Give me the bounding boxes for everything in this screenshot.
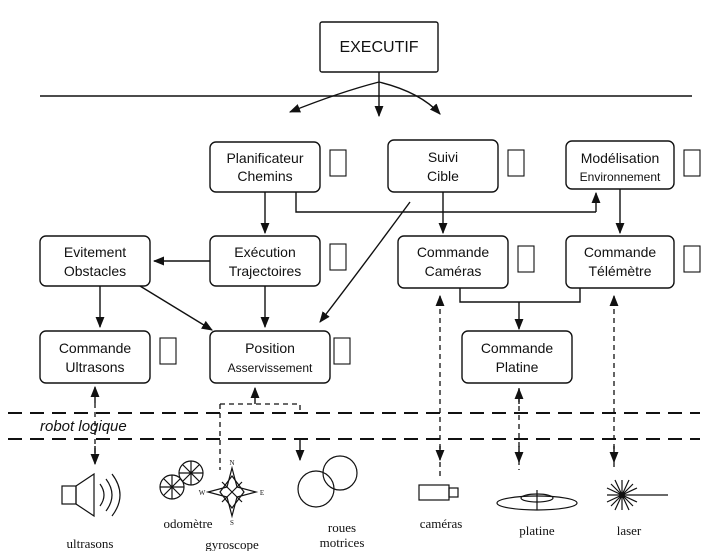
telemetre-cmd-port — [683, 245, 701, 273]
commande-cameras-node: Commande Caméras — [397, 235, 535, 289]
platine-icon — [496, 490, 578, 511]
position-line1: Position — [245, 340, 295, 356]
laser-icon — [606, 479, 668, 511]
position-node: Position Asservissement — [209, 330, 351, 384]
commande-ultrasons-node: Commande Ultrasons — [39, 330, 177, 384]
line-planificateur-to-modelisation — [295, 192, 596, 213]
gyro-north-label: N — [229, 459, 234, 467]
ultrasons-sensor-label: ultrasons — [67, 536, 114, 551]
roues-label-line2: motrices — [320, 535, 365, 550]
cameras-cmd-port — [517, 245, 535, 273]
platine-sensor-label: platine — [519, 523, 555, 538]
position-line2: Asservissement — [228, 361, 313, 375]
planificateur-line1: Planificateur — [226, 150, 303, 166]
gyro-west-label: W — [199, 489, 206, 497]
arrow-executif-to-planificateur — [288, 72, 380, 113]
modelisation-node: Modélisation Environnement — [565, 140, 701, 190]
execution-node: Exécution Trajectoires — [209, 235, 347, 287]
line-cameras-telemetre-to-platine — [459, 288, 581, 303]
gyroscope-sensor-label: gyroscope — [205, 537, 259, 551]
gyro-south-label: S — [230, 519, 234, 527]
dash-position-links — [219, 403, 301, 470]
planificateur-port — [329, 149, 347, 177]
ultrasons-cmd-line1: Commande — [59, 340, 132, 356]
laser-sensor-label: laser — [617, 523, 642, 538]
suivi-line1: Suivi — [428, 149, 458, 165]
suivi-line2: Cible — [427, 168, 459, 184]
evitement-node: Evitement Obstacles — [39, 235, 151, 287]
camera-icon — [418, 484, 459, 501]
ultrasons-speaker-icon — [61, 472, 121, 518]
telemetre-cmd-line1: Commande — [584, 244, 657, 260]
execution-line2: Trajectoires — [229, 263, 302, 279]
cameras-cmd-line2: Caméras — [425, 263, 482, 279]
ultrasons-cmd-line2: Ultrasons — [65, 359, 124, 375]
planificateur-node: Planificateur Chemins — [209, 141, 347, 193]
modelisation-line2: Environnement — [580, 170, 661, 184]
platine-cmd-line1: Commande — [481, 340, 554, 356]
platine-cmd-line2: Platine — [496, 359, 539, 375]
telemetre-cmd-line2: Télémètre — [588, 263, 651, 279]
position-port — [333, 337, 351, 365]
arrow-suivi-to-position — [319, 201, 411, 323]
commande-telemetre-node: Commande Télémètre — [565, 235, 701, 289]
execution-line1: Exécution — [234, 244, 295, 260]
commande-platine-node: Commande Platine — [461, 330, 573, 384]
evitement-line1: Evitement — [64, 244, 126, 260]
modelisation-line1: Modélisation — [581, 150, 660, 166]
suivi-cible-node: Suivi Cible — [387, 139, 525, 193]
modelisation-port — [683, 149, 701, 177]
roues-label-line1: roues — [328, 520, 356, 535]
cameras-sensor-label: caméras — [420, 516, 463, 531]
arrow-executif-to-suivi — [378, 81, 441, 115]
ultrasons-cmd-port — [159, 337, 177, 365]
roues-motrices-icon — [297, 455, 358, 508]
odometre-sensor-label: odomètre — [163, 516, 212, 531]
gyroscope-compass-icon — [205, 465, 259, 519]
executif-label: EXECUTIF — [339, 39, 418, 56]
arrow-evitement-to-position — [139, 285, 213, 331]
executif-node: EXECUTIF — [319, 21, 439, 73]
planificateur-line2: Chemins — [237, 168, 292, 184]
execution-port — [329, 243, 347, 271]
cameras-cmd-line1: Commande — [417, 244, 490, 260]
evitement-line2: Obstacles — [64, 263, 126, 279]
robot-logique-label: robot logique — [40, 418, 127, 435]
odometre-wheels-icon — [159, 460, 204, 500]
gyro-east-label: E — [260, 489, 264, 497]
suivi-port — [507, 149, 525, 177]
